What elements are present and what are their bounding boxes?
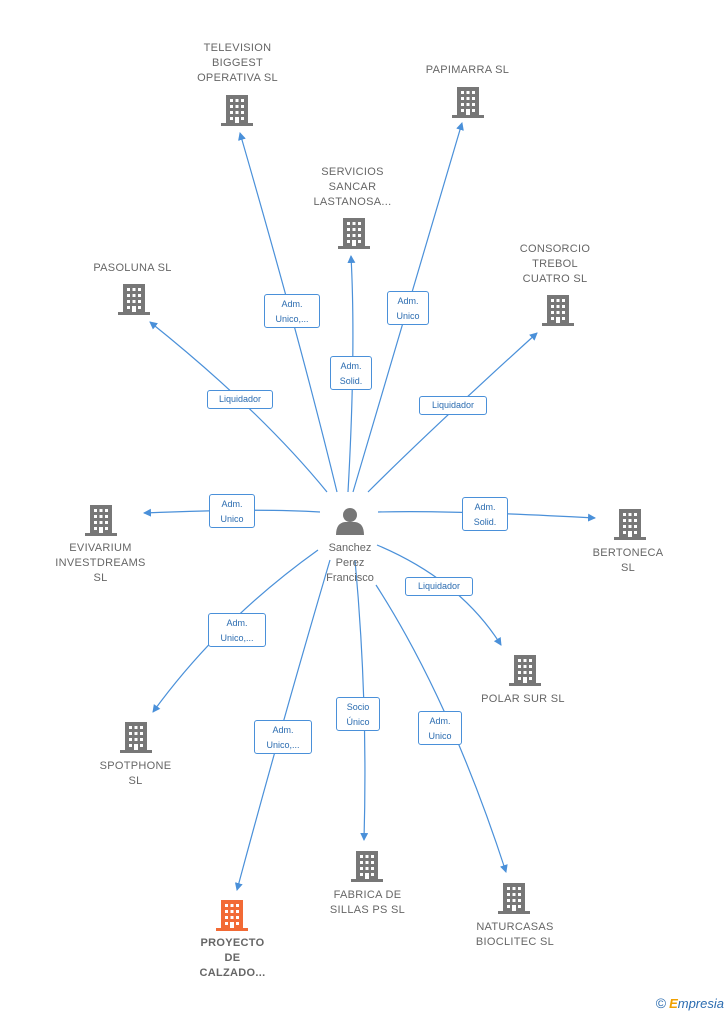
brand-initial: E	[669, 996, 678, 1011]
building-icon-consorcio[interactable]	[542, 295, 574, 326]
building-icon-bertoneca[interactable]	[614, 509, 646, 540]
company-name-bertoneca[interactable]: BERTONECA SL	[592, 547, 664, 574]
company-name-fabrica[interactable]: FABRICA DE SILLAS PS SL	[329, 889, 406, 916]
building-icon-proyecto[interactable]	[216, 900, 248, 931]
company-name-pasoluna[interactable]: PASOLUNA SL	[93, 262, 172, 274]
empresia-watermark: ©Empresia	[656, 995, 724, 1011]
copyright-symbol: ©	[655, 995, 667, 1011]
company-name-evivarium[interactable]: EVIVARIUM INVESTDREAMS SL	[55, 542, 146, 584]
person-icon	[336, 508, 364, 535]
company-name-naturcasas[interactable]: NATURCASAS BIOCLITEC SL	[475, 921, 555, 948]
edge-label-evivarium[interactable]: Adm. Unico	[209, 494, 255, 528]
edge-label-papimarra[interactable]: Adm. Unico	[387, 291, 429, 325]
edge-label-proyecto[interactable]: Adm. Unico,...	[254, 720, 312, 754]
building-icon-naturcasas[interactable]	[498, 883, 530, 914]
edge-label-naturcasas[interactable]: Adm. Unico	[418, 711, 462, 745]
edge-label-fabrica[interactable]: Socio Único	[336, 697, 380, 731]
edge-label-pasoluna[interactable]: Liquidador	[207, 390, 273, 409]
edge-label-servicios[interactable]: Adm. Solid.	[330, 356, 372, 390]
building-icon-servicios[interactable]	[338, 218, 370, 249]
building-icon-papimarra[interactable]	[452, 87, 484, 118]
edge-label-spotphone[interactable]: Adm. Unico,...	[208, 613, 266, 647]
person-name[interactable]: Sanchez Perez Francisco	[326, 542, 374, 584]
edge-label-television[interactable]: Adm. Unico,...	[264, 294, 320, 328]
company-name-proyecto[interactable]: PROYECTO DE CALZADO...	[199, 937, 266, 979]
edge-label-polarsur[interactable]: Liquidador	[405, 577, 473, 596]
building-icon-polarsur[interactable]	[509, 655, 541, 686]
company-name-spotphone[interactable]: SPOTPHONE SL	[99, 760, 172, 787]
building-icon-spotphone[interactable]	[120, 722, 152, 753]
edge-label-consorcio[interactable]: Liquidador	[419, 396, 487, 415]
company-name-polarsur[interactable]: POLAR SUR SL	[481, 693, 565, 705]
building-icon-evivarium[interactable]	[85, 505, 117, 536]
edge-consorcio	[367, 332, 538, 493]
building-icon-pasoluna[interactable]	[118, 284, 150, 315]
brand-name: mpresia	[677, 996, 724, 1011]
building-icon-television[interactable]	[221, 95, 253, 126]
company-name-television[interactable]: TELEVISION BIGGEST OPERATIVA SL	[197, 42, 278, 84]
company-name-consorcio[interactable]: CONSORCIO TREBOL CUATRO SL	[519, 243, 591, 285]
edge-label-bertoneca[interactable]: Adm. Solid.	[462, 497, 508, 531]
building-icon-fabrica[interactable]	[351, 851, 383, 882]
company-name-papimarra[interactable]: PAPIMARRA SL	[425, 64, 510, 76]
company-name-servicios[interactable]: SERVICIOS SANCAR LASTANOSA...	[313, 166, 392, 208]
